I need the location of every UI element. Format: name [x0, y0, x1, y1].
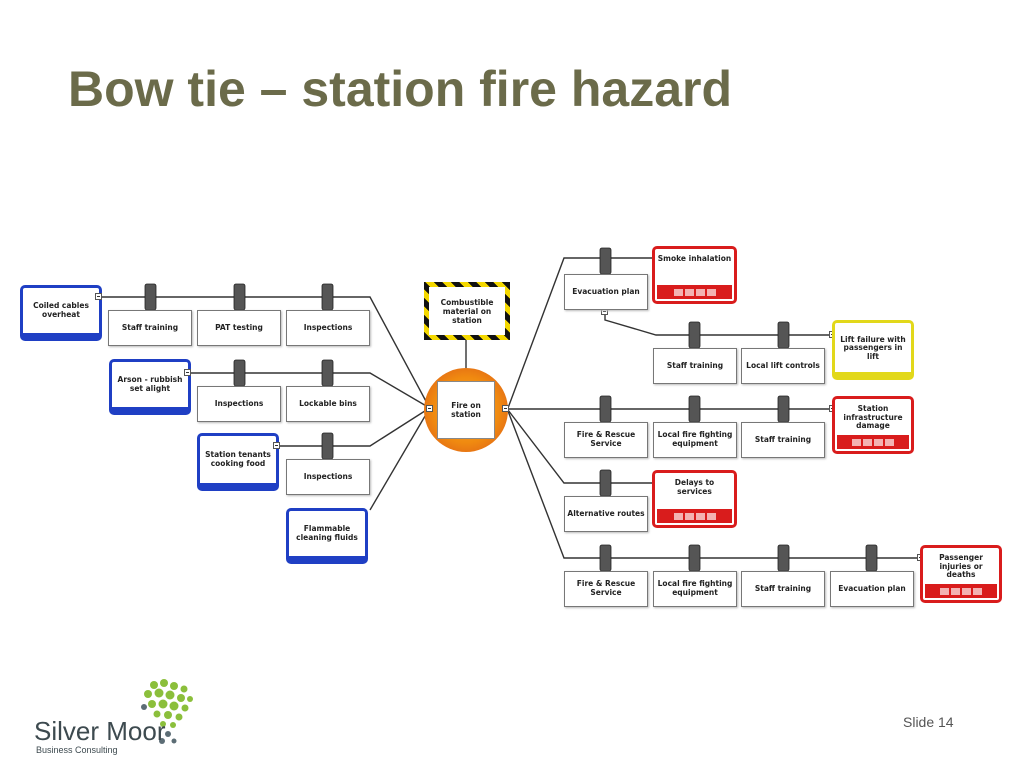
barrier-connector	[599, 395, 612, 423]
barrier-local-fire-fighting-equipment[interactable]: Local fire fighting equipment	[653, 571, 737, 607]
consequence-label: Station infrastructure damage	[843, 404, 903, 431]
barrier-inspections[interactable]: Inspections	[197, 386, 281, 422]
collapse-icon[interactable]	[273, 442, 280, 449]
barrier-local-lift-controls[interactable]: Local lift controls	[741, 348, 825, 384]
threat-line	[369, 410, 429, 511]
barrier-connector	[144, 283, 157, 311]
barrier-connector	[777, 544, 790, 572]
hazard-box[interactable]: Combustible material on station	[424, 282, 510, 340]
risk-matrix-strip	[657, 509, 732, 523]
consequence-line	[507, 410, 920, 559]
barrier-evacuation-plan[interactable]: Evacuation plan	[830, 571, 914, 607]
barrier-connector	[321, 283, 334, 311]
barrier-connector	[777, 321, 790, 349]
barrier-evacuation-plan[interactable]: Evacuation plan	[564, 274, 648, 310]
risk-matrix-strip	[925, 584, 997, 598]
consequence-delays[interactable]: Delays to services	[652, 470, 737, 528]
barrier-connector	[321, 359, 334, 387]
top-event[interactable]: Fire on station	[437, 381, 495, 439]
consequence-passenger-injuries[interactable]: Passenger injuries or deaths	[920, 545, 1002, 603]
threat-flammable-fluids[interactable]: Flammable cleaning fluids	[286, 508, 368, 564]
barrier-inspections[interactable]: Inspections	[286, 459, 370, 495]
consequence-line	[604, 314, 832, 336]
barrier-local-fire-fighting-equipment[interactable]: Local fire fighting equipment	[653, 422, 737, 458]
barrier-connector	[777, 395, 790, 423]
consequence-station-damage[interactable]: Station infrastructure damage	[832, 396, 914, 454]
risk-matrix-strip	[657, 285, 732, 299]
barrier-connector	[233, 283, 246, 311]
barrier-staff-training[interactable]: Staff training	[653, 348, 737, 384]
consequence-label: Delays to services	[674, 478, 715, 496]
threat-arson[interactable]: Arson - rubbish set alight	[109, 359, 191, 415]
slide-number: Slide 14	[903, 714, 954, 730]
barrier-fire-rescue-service[interactable]: Fire & Rescue Service	[564, 571, 648, 607]
threat-line	[280, 408, 429, 447]
barrier-pat-testing[interactable]: PAT testing	[197, 310, 281, 346]
risk-matrix-strip	[837, 435, 909, 449]
barrier-connector	[599, 544, 612, 572]
consequence-line	[507, 409, 652, 484]
threat-station-tenants[interactable]: Station tenants cooking food	[197, 433, 279, 491]
threat-line	[190, 372, 429, 408]
barrier-alternative-routes[interactable]: Alternative routes	[564, 496, 648, 532]
barrier-staff-training[interactable]: Staff training	[108, 310, 192, 346]
barrier-connector	[321, 432, 334, 460]
barrier-connector	[599, 247, 612, 275]
consequence-label: Smoke inhalation	[657, 254, 732, 263]
consequence-smoke-inhalation[interactable]: Smoke inhalation	[652, 246, 737, 304]
barrier-staff-training[interactable]: Staff training	[741, 422, 825, 458]
logo-subtitle: Business Consulting	[36, 745, 118, 755]
barrier-connector	[688, 321, 701, 349]
collapse-icon[interactable]	[184, 369, 191, 376]
collapse-icon[interactable]	[95, 293, 102, 300]
barrier-fire-rescue-service[interactable]: Fire & Rescue Service	[564, 422, 648, 458]
barrier-connectors	[144, 247, 878, 572]
barrier-inspections[interactable]: Inspections	[286, 310, 370, 346]
threat-line	[102, 296, 429, 406]
consequence-label: Passenger injuries or deaths	[939, 553, 983, 580]
barrier-lockable-bins[interactable]: Lockable bins	[286, 386, 370, 422]
barrier-connector	[688, 395, 701, 423]
barrier-connector	[599, 469, 612, 497]
consequence-label: Lift failure with passengers in lift	[840, 334, 906, 361]
barrier-connector	[233, 359, 246, 387]
consequence-line	[507, 257, 652, 409]
threat-coiled-cables[interactable]: Coiled cables overheat	[20, 285, 102, 341]
barrier-connector	[865, 544, 878, 572]
barrier-connector	[688, 544, 701, 572]
collapse-icon[interactable]	[426, 405, 433, 412]
collapse-icon[interactable]	[502, 405, 509, 412]
logo-name: Silver Moor	[34, 716, 166, 746]
silver-moor-logo-icon	[141, 679, 193, 744]
barrier-staff-training[interactable]: Staff training	[741, 571, 825, 607]
escalation-lift-failure[interactable]: Lift failure with passengers in lift	[832, 320, 914, 380]
slide-title: Bow tie – station fire hazard	[68, 61, 733, 117]
